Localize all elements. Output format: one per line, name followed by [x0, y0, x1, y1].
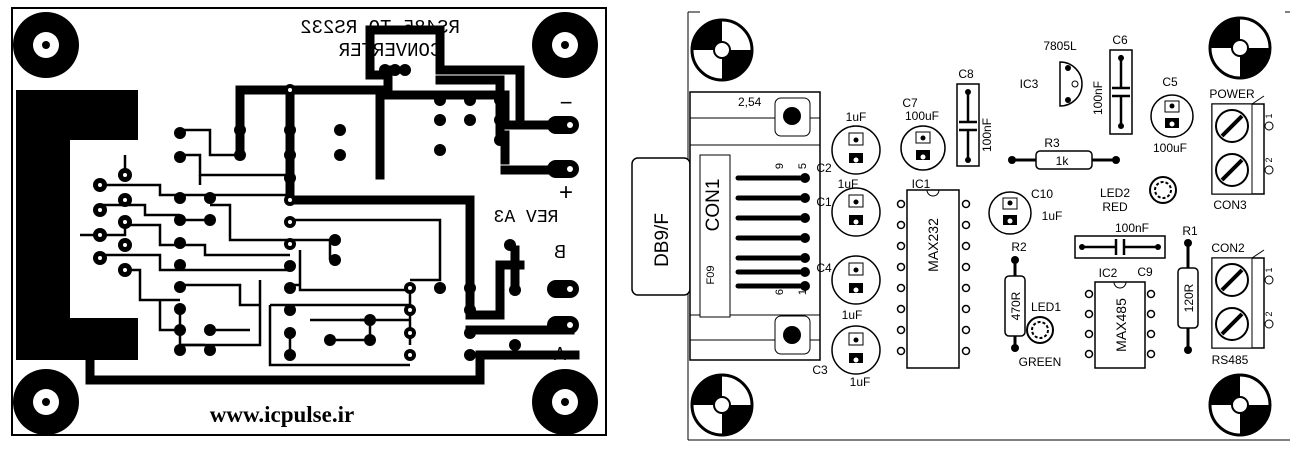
copper-plus-label: +	[559, 179, 573, 206]
copper-b-label: B	[554, 242, 566, 262]
c9-value: 100nF	[1115, 221, 1149, 235]
c1-ref: C1	[816, 195, 832, 209]
c7-value: 100uF	[905, 109, 939, 123]
cap-c7: C7 100uF	[900, 96, 946, 171]
cap-c10: C10 1uF	[988, 187, 1063, 235]
r1-ref: R1	[1182, 224, 1198, 238]
c9-ref: C9	[1137, 265, 1153, 279]
led1-ref: LED1	[1031, 300, 1061, 314]
con2-label: RS485	[1212, 353, 1249, 367]
ic2-part: MAX485	[1113, 298, 1129, 352]
resistor-r1: R1 120R	[1177, 224, 1199, 354]
con3-power-terminal: 1 2 POWER CON3	[1209, 87, 1274, 212]
con2-rs485-terminal: 1 2 CON2 RS485	[1211, 241, 1274, 367]
ic3-part: 7805L	[1043, 39, 1077, 53]
ic3-7805l: 7805L IC3	[1020, 39, 1083, 107]
r3-ref: R3	[1044, 136, 1060, 150]
db9-pin6-label: 6	[774, 289, 786, 295]
cap-c8: C8 100nF	[956, 67, 994, 167]
mirrored-copper-text: RS485 TO RS232 CONVERTER REV A3 − + B A	[300, 17, 573, 364]
db9-pitch-label: 2,54	[738, 95, 762, 109]
cap-c2: 1uF C2	[816, 110, 881, 175]
cap-c6: C6 100nF	[1091, 33, 1133, 135]
c6-ref: C6	[1112, 33, 1128, 47]
copper-minus-label: −	[560, 90, 573, 115]
db9-pin9-label: 9	[774, 163, 786, 169]
db9-ground-pour	[16, 90, 138, 360]
ic2-max485: IC2 MAX485	[1084, 266, 1156, 369]
con3-pin1: 1	[1264, 113, 1274, 118]
cap-c4: 1uF C4	[816, 255, 881, 322]
c7-ref: C7	[902, 96, 918, 110]
led1-green: LED1 GREEN	[1019, 300, 1062, 369]
r2-ref: R2	[1011, 240, 1027, 254]
cap-c5: C5 100uF	[1150, 75, 1194, 155]
con2-pin1: 1	[1264, 267, 1274, 272]
db9-pin1-label: 1	[797, 289, 809, 295]
c1-value: 1uF	[838, 177, 859, 191]
c10-ref: C10	[1031, 187, 1053, 201]
con1-label: CON1	[703, 179, 724, 232]
con2-pin2: 2	[1264, 311, 1274, 316]
ic1-part: MAX232	[925, 218, 941, 272]
signal-traces	[80, 128, 442, 367]
c3-ref: C3	[812, 363, 828, 377]
resistor-r3: R3 1k	[1008, 136, 1120, 170]
c8-value: 100nF	[980, 118, 994, 152]
copper-layer-panel: RS485 TO RS232 CONVERTER REV A3 − + B A …	[11, 7, 607, 436]
mounting-hole-top-right	[532, 12, 598, 78]
c2-value: 1uF	[846, 110, 867, 124]
con2-ref: CON2	[1211, 241, 1245, 255]
mounting-hole-top-left	[13, 12, 79, 78]
silk-mounting-hole-bottom-left	[690, 373, 754, 437]
c3-value: 1uF	[850, 375, 871, 389]
con3-ref: CON3	[1213, 198, 1247, 212]
led2-color: RED	[1102, 200, 1128, 214]
ic2-ref: IC2	[1099, 266, 1118, 280]
copper-pads	[93, 64, 521, 361]
c5-value: 100uF	[1153, 141, 1187, 155]
terminal-pads	[547, 116, 579, 334]
led2-red: LED2 RED	[1100, 176, 1177, 214]
led1-color: GREEN	[1019, 355, 1062, 369]
c6-value: 100nF	[1091, 81, 1105, 115]
con3-label: POWER	[1209, 87, 1255, 101]
db9-code-label: F09	[705, 266, 717, 285]
resistor-r2: R2 470R	[1004, 240, 1027, 352]
led2-ref: LED2	[1100, 186, 1130, 200]
r3-value: 1k	[1056, 154, 1070, 168]
db9-connector: 2,54 CON1 DB9/F F09 9 5 6 1	[631, 91, 821, 361]
ic1-ref: IC1	[912, 177, 931, 191]
db9-type-label: DB9/F	[652, 213, 673, 267]
silk-mounting-hole-bottom-right	[1208, 373, 1272, 437]
mounting-hole-bottom-right	[532, 369, 598, 435]
copper-revision-label: REV A3	[494, 208, 559, 228]
c4-ref: C4	[816, 261, 832, 275]
r2-value: 470R	[1009, 291, 1023, 320]
copper-a-label: A	[554, 344, 566, 364]
c8-ref: C8	[958, 67, 974, 81]
copper-title-line2: CONVERTER	[339, 40, 442, 62]
copper-pad-drills	[98, 88, 412, 357]
ic3-ref: IC3	[1020, 77, 1039, 91]
website-label: www.icpulse.ir	[210, 402, 354, 427]
ic1-max232: IC1 MAX232	[896, 177, 971, 369]
con3-pin2: 2	[1264, 157, 1274, 162]
silk-mounting-hole-top-right	[1208, 16, 1272, 80]
cap-c3: 1uF C3	[812, 325, 881, 389]
silkscreen-panel: 2,54 CON1 DB9/F F09 9 5 6 1 1uF C2 1uF C…	[631, 11, 1290, 441]
copper-title-line1: RS485 TO RS232	[300, 17, 460, 39]
c10-value: 1uF	[1042, 209, 1063, 223]
c2-ref: C2	[816, 161, 832, 175]
silk-mounting-hole-top-left	[690, 18, 754, 82]
c5-ref: C5	[1162, 75, 1178, 89]
r1-value: 120R	[1182, 283, 1196, 312]
c4-value: 1uF	[842, 308, 863, 322]
cap-c9: 100nF C9	[1074, 221, 1166, 279]
mounting-hole-bottom-left	[13, 369, 79, 435]
db9-pin5-label: 5	[797, 163, 809, 169]
cap-c1: 1uF C1	[816, 177, 881, 237]
